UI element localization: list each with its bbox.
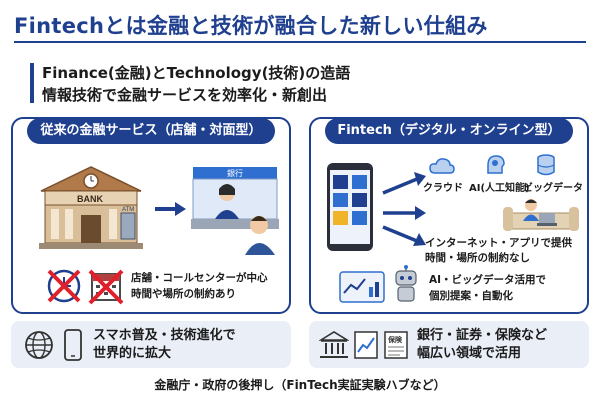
dashboard-icon — [339, 271, 385, 303]
global-expansion-line-2: 世界的に拡大 — [93, 346, 172, 361]
applications-line-2: 幅広い領域で活用 — [417, 346, 522, 361]
traditional-note-line-1: 店舗・コールセンターが中心 — [131, 272, 268, 284]
fintech-internet-line-1: インターネット・アプリで提供 — [425, 237, 572, 249]
smartphone-icon — [327, 163, 373, 251]
traditional-panel-header: 従来の金融サービス（店舗・対面型） — [27, 118, 275, 144]
stock-chart-document-icon — [354, 331, 378, 359]
person-laptop-icon — [503, 199, 579, 231]
fintech-panel-header: Fintech（デジタル・オンライン型） — [325, 118, 573, 144]
robot-icon — [395, 265, 417, 302]
bank-building-small-icon — [319, 331, 349, 358]
arrow-right-icon — [155, 202, 186, 216]
bank-sign-text: BANK — [77, 194, 103, 204]
phone-icon — [64, 329, 82, 361]
ai-head-icon — [487, 155, 505, 174]
intro-line-2: 情報技術で金融サービスを効率化・新創出 — [42, 86, 328, 104]
cloud-icon — [429, 158, 455, 174]
bank-building-icon: BANK ATM — [39, 166, 143, 249]
calendar-crossed-icon — [88, 269, 124, 305]
fintech-panel: Fintech（デジタル・オンライン型） クラウド AI(人工知能) ビッグデー… — [309, 117, 589, 314]
global-expansion-box: スマホ普及・技術進化で 世界的に拡大 — [11, 321, 291, 368]
traditional-finance-panel: 従来の金融サービス（店舗・対面型） BANK ATM 銀行 — [11, 117, 291, 314]
tech-label-ai: AI(人工知能) — [469, 183, 530, 194]
fintech-internet-line-2: 時間・場所の制約なし — [425, 252, 530, 264]
fintech-ai-line-1: AI・ビッグデータ活用で — [429, 274, 547, 286]
clock-crossed-icon — [47, 269, 81, 303]
counter-sign-text: 銀行 — [227, 168, 243, 178]
database-icon — [537, 154, 555, 176]
insurance-document-icon: 保険 — [384, 331, 408, 359]
tech-label-bigdata: ビッグデータ — [523, 183, 583, 194]
applications-line-1: 銀行・証券・保険など — [417, 328, 548, 343]
applications-box: 保険 銀行・証券・保険など 幅広い領域で活用 — [309, 321, 589, 368]
bank-counter-icon: 銀行 — [191, 167, 279, 255]
fintech-arrows-icon — [382, 172, 426, 246]
fintech-ai-line-2: 個別提案・自動化 — [429, 290, 513, 302]
tech-label-cloud: クラウド — [423, 183, 463, 194]
intro-accent-bar — [30, 63, 34, 103]
globe-icon — [25, 331, 53, 359]
title-underline — [14, 41, 586, 43]
page-title: Fintechとは金融と技術が融合した新しい仕組み — [14, 14, 488, 38]
atm-label: ATM — [122, 207, 134, 213]
insurance-doc-label: 保険 — [387, 335, 403, 344]
footer-note: 金融庁・政府の後押し（FinTech実証実験ハブなど） — [154, 378, 446, 392]
global-expansion-line-1: スマホ普及・技術進化で — [93, 328, 236, 343]
traditional-note-line-2: 時間や場所の制約あり — [131, 288, 236, 300]
intro-line-1: Finance(金融)とTechnology(技術)の造語 — [42, 64, 351, 82]
